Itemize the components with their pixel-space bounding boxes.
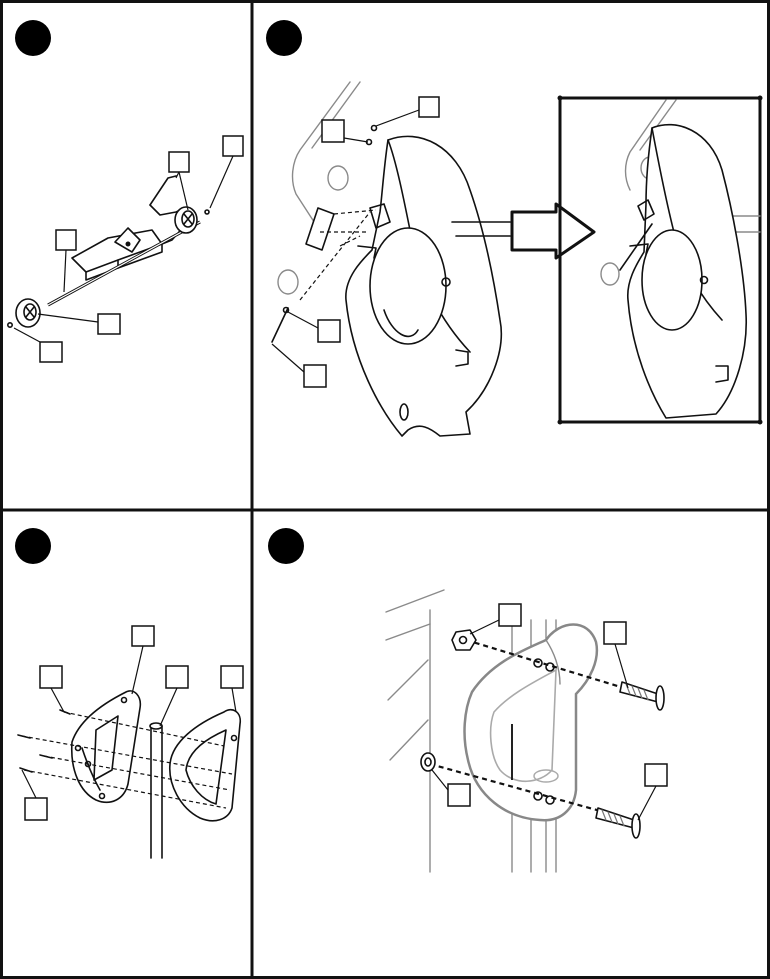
callout-box [303,364,327,388]
callout-box [220,665,244,689]
callout-box [55,229,77,251]
callout-box [603,621,627,645]
panel-1-axle-assembly [7,135,244,363]
callout-box [644,763,668,787]
callout-box [168,151,190,173]
callout-box [418,96,440,118]
arrow-right-icon [510,202,596,260]
callout-box [39,341,63,363]
step-marker-icon [268,528,304,564]
step-marker-icon [15,20,51,56]
panel-3-clamp-halves [17,625,244,859]
callout-box [321,119,345,143]
panel-4-bolt-clamp [385,589,668,873]
callout-box [39,665,63,689]
callout-box [222,135,244,157]
callout-box [24,797,48,821]
callout-box [317,319,341,343]
callout-box [447,783,471,807]
step-marker-icon [266,20,302,56]
panel-2-mount-axle [271,81,763,437]
callout-box [97,313,121,335]
step-marker-icon [15,528,51,564]
callout-box [165,665,189,689]
callout-box [131,625,155,647]
detail-inset [558,96,762,424]
callout-box [498,603,522,627]
